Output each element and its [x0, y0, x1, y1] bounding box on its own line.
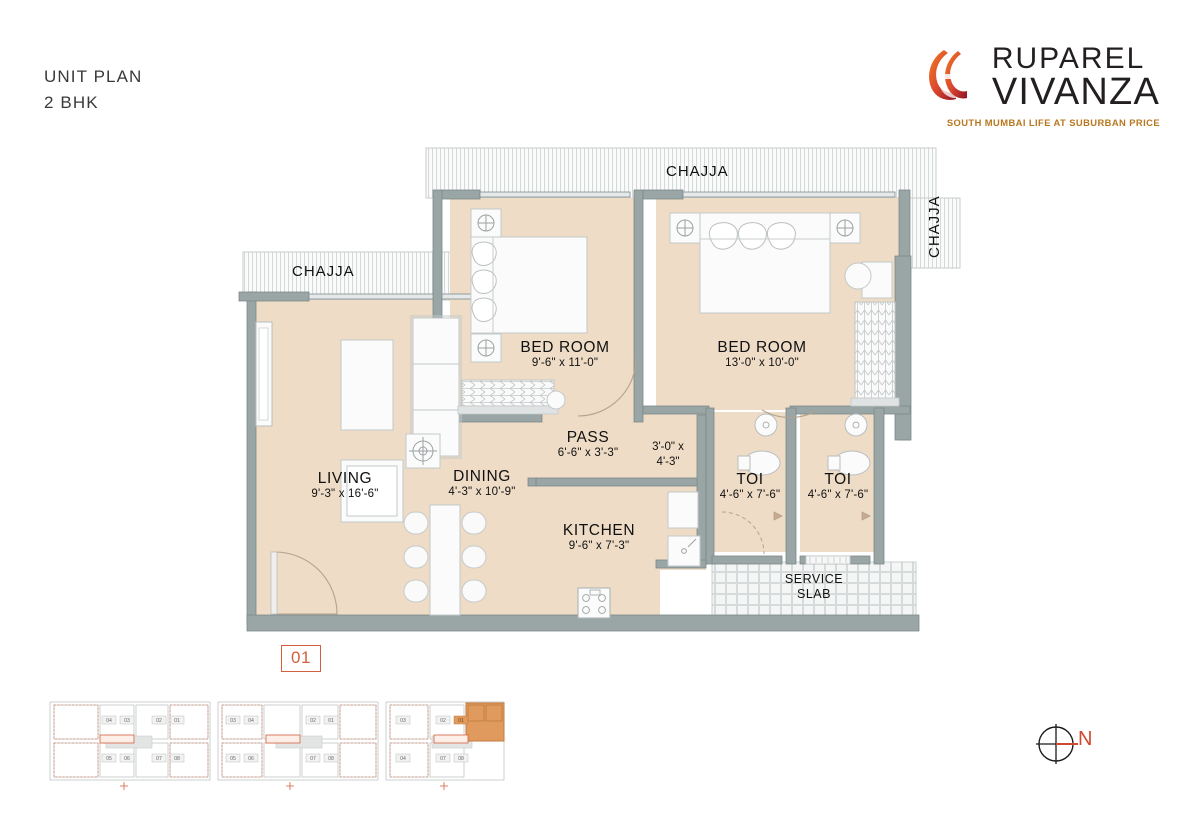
- ruparel-ribbon-logo-icon: [922, 44, 984, 111]
- svg-text:02: 02: [440, 718, 446, 724]
- brand-logo-block: RUPAREL VIVANZA SOUTH MUMBAI LIFE AT SUB…: [898, 41, 1160, 128]
- room-name-toilet2: TOI: [824, 471, 852, 488]
- living-window: [255, 321, 273, 427]
- chajja-left-label: CHAJJA: [292, 263, 355, 280]
- entry-door: [270, 551, 338, 615]
- svg-text:04: 04: [400, 756, 406, 762]
- svg-text:05: 05: [106, 756, 112, 762]
- svg-text:07: 07: [440, 756, 446, 762]
- room-name-dining: DINING: [453, 468, 511, 485]
- brand-name-line2: VIVANZA: [991, 70, 1160, 113]
- room-dim-bedroom1: 9'-6" x 11'-0": [531, 357, 599, 369]
- svg-text:06: 06: [248, 756, 254, 762]
- room-label-bedroom1: BED ROOM 9'-6" x 11'-0": [490, 339, 640, 369]
- room-dim-pass: 6'-6" x 3'-3": [557, 447, 619, 459]
- svg-text:01: 01: [174, 718, 180, 724]
- compass-block: N: [1034, 722, 1114, 766]
- svg-text:07: 07: [156, 756, 162, 762]
- walls: [238, 189, 920, 632]
- room-label-toilet1: TOI 4'-6" x 7'-6": [690, 471, 810, 501]
- room-name-toilet1: TOI: [736, 471, 764, 488]
- bedroom1-door: [577, 357, 637, 417]
- service-slab-line2: SLAB: [797, 587, 831, 601]
- svg-text:01: 01: [328, 718, 334, 724]
- room-label-toilet2: TOI 4'-6" x 7'-6": [778, 471, 898, 501]
- chajja-right: [907, 197, 961, 269]
- room-label-pass: PASS 6'-6" x 3'-3": [513, 429, 663, 459]
- gas-hob-icon: [577, 587, 611, 619]
- svg-text:06: 06: [124, 756, 130, 762]
- svg-text:08: 08: [174, 756, 180, 762]
- svg-text:04: 04: [248, 718, 254, 724]
- kitchen-fittings: [667, 491, 701, 567]
- svg-text:08: 08: [458, 756, 464, 762]
- room-label-bedroom2: BED ROOM 13'-0" x 10'-0": [687, 339, 837, 369]
- room-name-living: LIVING: [317, 470, 373, 487]
- chajja-top-label: CHAJJA: [666, 163, 729, 180]
- bedroom2-door: [761, 409, 819, 419]
- brand-tagline: SOUTH MUMBAI LIFE AT SUBURBAN PRICE: [946, 117, 1160, 128]
- room-dim-toilet1: 4'-6" x 7'-6": [719, 489, 781, 501]
- svg-text:03: 03: [230, 718, 236, 724]
- room-label-kitchen: KITCHEN 9'-6" x 7'-3": [524, 522, 674, 552]
- svg-text:05: 05: [230, 756, 236, 762]
- bedroom1-furniture: [457, 208, 588, 415]
- svg-text:03: 03: [124, 718, 130, 724]
- key-plan-diagram[interactable]: 04 03 05 06 02 01 07 08 03 04 05 06 02 0…: [40, 688, 510, 793]
- room-dim-kitchen: 9'-6" x 7'-3": [568, 540, 630, 552]
- room-name-bedroom2: BED ROOM: [717, 339, 807, 356]
- living-fan-icon: [405, 433, 441, 469]
- svg-text:01: 01: [458, 718, 464, 724]
- compass-north-label: N: [1078, 728, 1093, 750]
- svg-text:02: 02: [310, 718, 316, 724]
- room-name-bedroom1: BED ROOM: [520, 339, 610, 356]
- chajja-right-label: CHAJJA: [926, 195, 943, 258]
- page-title-block: UNIT PLAN 2 BHK: [44, 64, 142, 116]
- svg-text:08: 08: [328, 756, 334, 762]
- room-dim-dining: 4'-3" x 10'-9": [448, 486, 516, 498]
- room-dim-toilet2: 4'-6" x 7'-6": [807, 489, 869, 501]
- room-name-pass: PASS: [566, 429, 610, 446]
- dining-table: [403, 504, 487, 616]
- room-label-dining: DINING 4'-3" x 10'-9": [407, 468, 557, 498]
- service-slab-line1: SERVICE: [784, 572, 844, 586]
- brand-name-line1: RUPAREL: [991, 41, 1146, 75]
- room-name-kitchen: KITCHEN: [562, 522, 636, 539]
- niche-dim-line1: 3'-0" x: [652, 441, 684, 453]
- svg-text:03: 03: [400, 718, 406, 724]
- room-dim-bedroom2: 13'-0" x 10'-0": [725, 357, 799, 369]
- service-slab-label: SERVICE SLAB: [744, 572, 884, 602]
- niche-dimension: 3'-0" x 4'-3": [613, 440, 723, 470]
- key-plan-highlight-unit: [465, 702, 505, 742]
- unit-number-badge: 01: [281, 645, 322, 672]
- bedroom2-furniture: [669, 212, 900, 407]
- niche-dim-line2: 4'-3": [656, 456, 680, 468]
- page-subtitle: 2 BHK: [44, 93, 99, 112]
- room-dim-living: 9'-3" x 16'-6": [311, 488, 379, 500]
- svg-text:02: 02: [156, 718, 162, 724]
- toilet1-fittings: [721, 413, 783, 555]
- svg-text:07: 07: [310, 756, 316, 762]
- svg-text:04: 04: [106, 718, 112, 724]
- compass-rose-icon: [1034, 724, 1078, 770]
- page-title: UNIT PLAN: [44, 67, 143, 86]
- room-label-living: LIVING 9'-3" x 16'-6": [260, 470, 430, 500]
- toilet2-fittings: [805, 413, 871, 565]
